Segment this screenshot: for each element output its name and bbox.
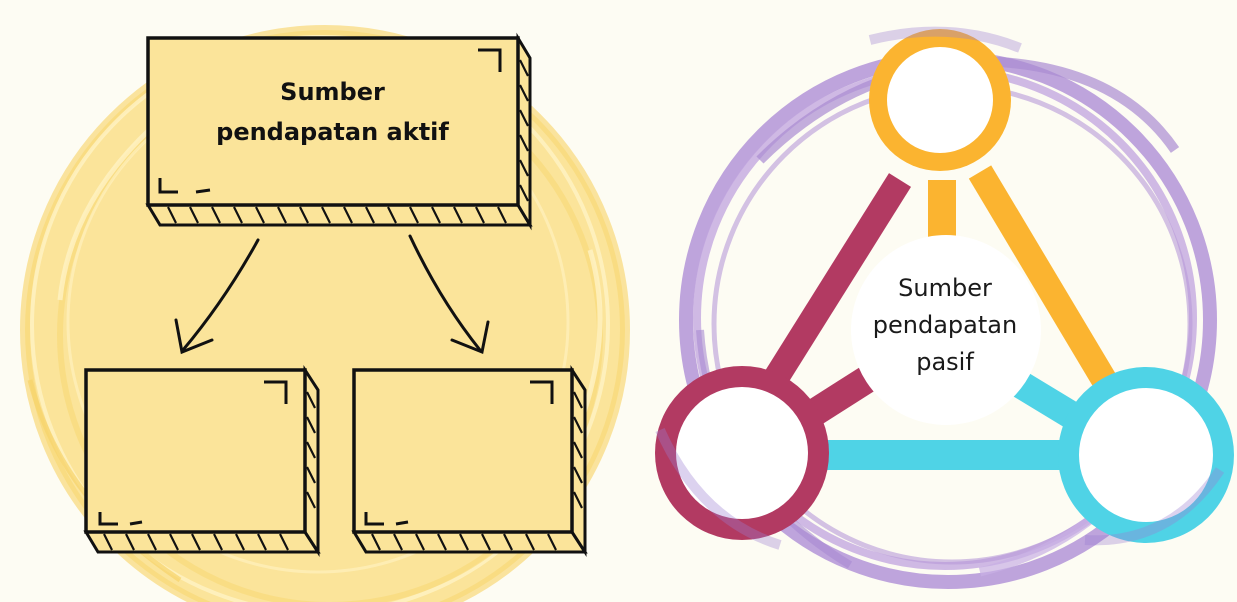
node-crimson — [655, 366, 829, 540]
active-income-diagram — [20, 25, 630, 602]
purple-overlay-strokes — [655, 26, 1225, 550]
passive-title-line-3: pasif — [916, 348, 974, 376]
active-income-box — [145, 32, 533, 231]
arrow-right — [408, 234, 490, 355]
active-title-line-2: pendapatan aktif — [216, 118, 449, 146]
child-box-right — [351, 364, 588, 558]
node-cyan — [1058, 367, 1234, 543]
child-box-left — [83, 364, 321, 558]
passive-title-line-1: Sumber — [898, 274, 992, 302]
passive-title-line-2: pendapatan — [872, 311, 1018, 339]
passive-income-title: Sumber pendapatan pasif — [840, 270, 1050, 381]
node-orange — [869, 29, 1011, 171]
arrow-left — [174, 238, 260, 355]
active-income-title: Sumber pendapatan aktif — [150, 72, 515, 152]
passive-income-diagram — [655, 26, 1234, 589]
active-title-line-1: Sumber — [280, 78, 385, 106]
center-label-backdrop — [851, 235, 1041, 425]
